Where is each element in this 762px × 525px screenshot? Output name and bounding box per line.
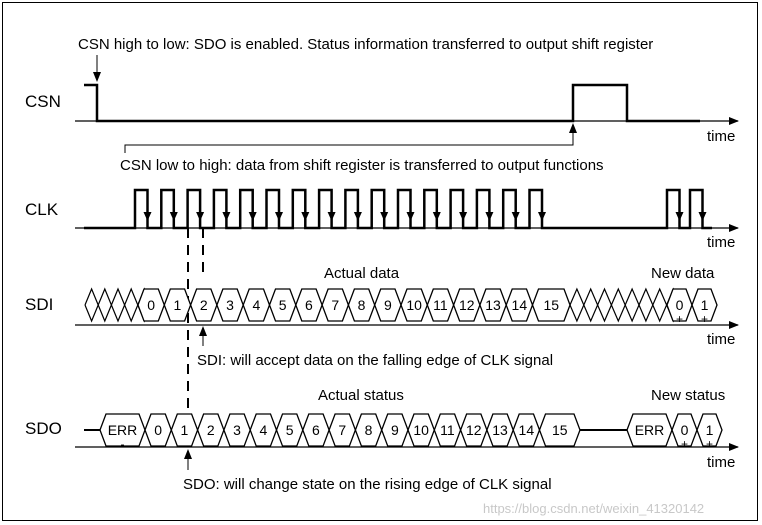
clk-edge-arrow: [485, 212, 494, 221]
signal-label-csn: CSN: [25, 92, 61, 111]
sdi-cell-label: 8: [358, 297, 366, 313]
sdo-tail-cell: [696, 413, 723, 447]
signal-label-sdo: SDO: [25, 419, 62, 438]
clk-edge-arrow: [196, 212, 205, 221]
sdi-cell-label: 14: [512, 297, 528, 313]
sdo-note-arrowhead: [184, 449, 192, 459]
sdo-cell-label: 8: [365, 422, 373, 438]
clk-edge-arrow: [698, 212, 707, 221]
sdi-time-label: time: [707, 331, 735, 348]
sdo-header: Actual status: [318, 387, 404, 404]
sdo-cell-label: 10: [413, 422, 429, 438]
csn-fall-arrowhead: [93, 72, 101, 82]
sdo-cell-label: 2: [207, 422, 215, 438]
sdo-tail-cell-label: 0: [681, 422, 689, 438]
sdo-cell-label: 11: [440, 422, 455, 438]
sdo-cell-label: 1: [181, 422, 189, 438]
clk-falling-edge-arrows: [143, 212, 707, 221]
sdo-cell-label: 6: [312, 422, 320, 438]
sdi-cell-label: 5: [279, 297, 287, 313]
clk-edge-arrow: [248, 212, 257, 221]
sdi-cell-label: 1: [174, 297, 182, 313]
csn-time-label: time: [707, 128, 735, 145]
sdi-cell-label: 12: [459, 297, 475, 313]
sdo-cell-label: 14: [519, 422, 535, 438]
sdi-cell-label: 13: [485, 297, 501, 313]
sdo-cell-label: 3: [233, 422, 241, 438]
clk-edge-arrow: [675, 212, 684, 221]
clk-edge-arrow: [511, 212, 520, 221]
sdo-cell-label: 13: [492, 422, 508, 438]
clk-edge-arrow: [222, 212, 231, 221]
sdi-header: Actual data: [324, 265, 400, 282]
sdi-cell-label: 10: [406, 297, 422, 313]
sdo-cell-label: 15: [552, 422, 568, 438]
signal-label-sdi: SDI: [25, 295, 53, 314]
clk-edge-arrow: [301, 212, 310, 221]
clk-edge-arrow: [353, 212, 362, 221]
sdi-cell-label: 15: [543, 297, 559, 313]
sdi-cell-label: 4: [252, 297, 260, 313]
csn-fall-note: CSN high to low: SDO is enabled. Status …: [78, 36, 653, 53]
sdo-tail-cell-label: 1: [706, 422, 714, 438]
sdi-tail-cell-label: 0: [676, 297, 684, 313]
sdo-cell-label: 5: [286, 422, 294, 438]
sdo-tail-cell-mark: +: [681, 437, 688, 451]
sdi-tail-cell: [691, 288, 718, 322]
sdi-tail-header: New data: [651, 265, 715, 282]
clk-edge-arrow: [143, 212, 152, 221]
clk-waveform: [84, 188, 712, 230]
clk-edge-arrow: [380, 212, 389, 221]
sdo-tail-cell-mark: +: [706, 437, 713, 451]
sdi-cell-label: 7: [331, 297, 339, 313]
clk-edge-arrow: [459, 212, 468, 221]
sdo-time-label: time: [707, 454, 735, 471]
sdi-cell-label: 0: [147, 297, 155, 313]
sdo-cell-label: 12: [466, 422, 482, 438]
clk-edge-arrow: [275, 212, 283, 221]
sdo-cell-label: 9: [391, 422, 399, 438]
sdo-tail-err-cell-label: ERR: [635, 422, 665, 438]
sdi-tail-cell-mark: +: [676, 312, 683, 326]
clk-edge-arrow: [169, 212, 178, 221]
sdi-cell-label: 2: [200, 297, 208, 313]
csn-rise-arrowhead: [569, 123, 577, 133]
clk-edge-arrow: [432, 212, 441, 221]
sdi-cell-label: 9: [384, 297, 392, 313]
watermark-text: https://blog.csdn.net/weixin_41320142: [483, 501, 704, 516]
sdo-cell-label: 7: [338, 422, 346, 438]
csn-waveform: [84, 83, 700, 123]
sdi-note-arrowhead: [199, 326, 207, 336]
sdo-cell-label: 4: [259, 422, 267, 438]
clk-time-label: time: [707, 234, 735, 251]
sdo-err-cell-mark: -: [121, 437, 125, 451]
sdi-tail-cell-label: 1: [701, 297, 709, 313]
sdi-cell-label: 6: [305, 297, 313, 313]
signal-label-clk: CLK: [25, 200, 59, 219]
sdi-note: SDI: will accept data on the falling edg…: [197, 352, 553, 369]
sdi-dont-care-gap: [569, 287, 681, 323]
sdi-tail-cell-mark: +: [701, 312, 708, 326]
sdo-cell-label: 0: [154, 422, 162, 438]
csn-rise-pointer: [124, 130, 574, 153]
sdo-tail-header: New status: [651, 387, 725, 404]
csn-rise-note: CSN low to high: data from shift registe…: [120, 157, 604, 174]
sdi-cell-label: 3: [226, 297, 234, 313]
sdo-note: SDO: will change state on the rising edg…: [183, 476, 552, 493]
sdo-err-cell-label: ERR: [108, 422, 138, 438]
clk-edge-arrow: [327, 212, 336, 221]
sdi-cell-label: 11: [433, 297, 448, 313]
clk-edge-arrow: [538, 212, 546, 221]
clk-edge-arrow: [406, 212, 415, 221]
